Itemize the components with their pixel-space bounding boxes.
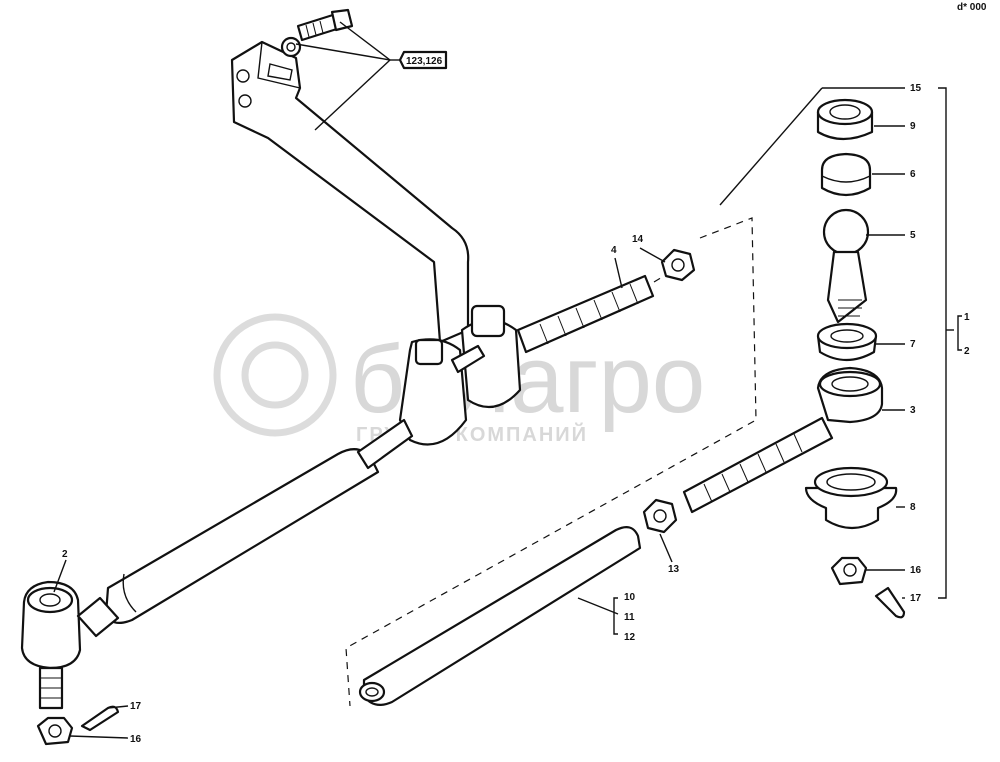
pitman-arm [230,40,470,344]
left-tie-rod-end [20,580,120,710]
leader-lines [53,21,962,739]
main-tie-rod [104,418,414,625]
cover-8 [804,466,898,530]
callout-14: 14 [632,234,644,245]
right-nut-and-pin [830,556,906,619]
callout-3: 3 [910,405,916,416]
explode-lines [345,217,757,707]
center-link-joints [398,304,522,446]
cup-6 [820,152,872,197]
ball-pin-5 [822,208,870,324]
seat-7 [816,322,878,362]
callout-17-right: 17 [910,593,922,604]
center-thread-rod [516,274,655,354]
callout-numbers: 15 9 6 5 7 3 8 16 17 1 2 14 4 13 10 11 1… [62,83,970,745]
callout-2-left: 2 [62,549,68,560]
bolt-ref-box: 123,126 [398,50,448,70]
callout-bolt-ref: 123,126 [406,56,443,67]
callout-17-left: 17 [130,701,142,712]
adjusting-tube [358,525,642,707]
callout-12: 12 [624,632,636,643]
nut-14 [660,248,696,282]
callout-9: 9 [910,121,916,132]
callout-8: 8 [910,502,916,513]
nut-13 [642,498,678,534]
callout-11: 11 [624,612,635,623]
callout-15: 15 [910,83,922,94]
pitman-bolt [280,8,354,58]
callout-16-right: 16 [910,565,922,576]
callout-4: 4 [611,245,617,256]
callout-7: 7 [910,339,916,350]
rod-end-thread [682,416,834,514]
callout-10: 10 [624,592,636,603]
rod-end-housing-3 [816,366,884,424]
callout-16-left: 16 [130,734,142,745]
callout-5: 5 [910,230,916,241]
callout-2-right: 2 [964,346,970,357]
callout-1: 1 [964,312,970,323]
callout-6: 6 [910,169,916,180]
seat-9 [816,98,874,141]
corner-mark: d* 000 [957,2,987,13]
callout-13: 13 [668,564,680,575]
left-nut-and-pin [36,705,120,746]
